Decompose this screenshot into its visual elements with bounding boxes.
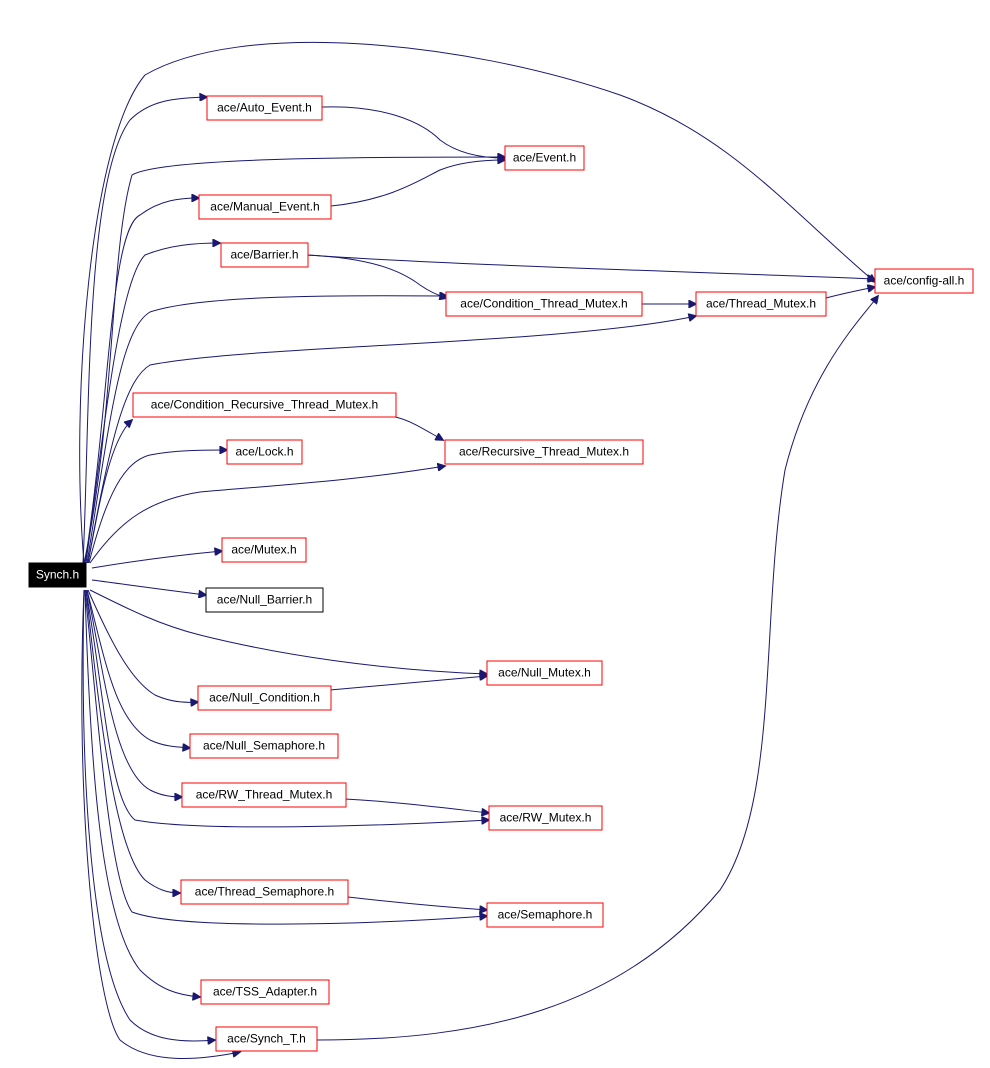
edge-synch-to-rw-mutex — [85, 589, 489, 828]
node-thread-mutex[interactable]: ace/Thread_Mutex.h — [695, 291, 827, 317]
node-label: ace/Null_Mutex.h — [498, 666, 591, 680]
node-label: ace/Condition_Recursive_Thread_Mutex.h — [151, 398, 378, 412]
node-barrier[interactable]: ace/Barrier.h — [220, 242, 309, 268]
node-label: ace/Condition_Thread_Mutex.h — [460, 297, 627, 311]
edge-thread-mutex-to-config-all — [825, 287, 875, 299]
node-lock[interactable]: ace/Lock.h — [226, 439, 303, 465]
node-condition-thread-mutex[interactable]: ace/Condition_Thread_Mutex.h — [445, 291, 643, 317]
edge-synch-to-thread-mutex — [87, 316, 696, 564]
node-label: ace/Event.h — [513, 151, 576, 165]
node-label: ace/RW_Mutex.h — [500, 811, 592, 825]
node-mutex[interactable]: ace/Mutex.h — [221, 537, 307, 563]
edge-null-condition-to-null-mutex — [329, 676, 487, 691]
node-label: ace/Mutex.h — [231, 543, 296, 557]
edge-synch-t-to-config-all — [316, 296, 878, 1041]
node-thread-semaphore[interactable]: ace/Thread_Semaphore.h — [180, 879, 349, 905]
node-synch[interactable]: Synch.h — [28, 562, 87, 588]
node-null-condition[interactable]: ace/Null_Condition.h — [197, 685, 332, 711]
node-auto-event[interactable]: ace/Auto_Event.h — [206, 95, 323, 121]
node-label: Synch.h — [36, 568, 79, 582]
node-manual-event[interactable]: ace/Manual_Event.h — [198, 194, 332, 220]
edge-synch-to-barrier — [85, 243, 220, 564]
edge-manual-event-to-event — [330, 160, 505, 207]
edge-rw-thread-mutex-to-rw-mutex — [344, 798, 489, 813]
node-label: ace/TSS_Adapter.h — [213, 985, 317, 999]
edge-condition-recursive-to-recursive-thread-mutex — [394, 416, 443, 440]
node-synch-t[interactable]: ace/Synch_T.h — [215, 1026, 318, 1052]
node-label: ace/Recursive_Thread_Mutex.h — [459, 445, 629, 459]
edge-auto-event-to-event — [321, 106, 505, 158]
node-null-semaphore[interactable]: ace/Null_Semaphore.h — [189, 733, 339, 759]
node-label: ace/Thread_Semaphore.h — [195, 885, 334, 899]
node-label: ace/Lock.h — [235, 445, 293, 459]
edge-synch-to-null-condition — [87, 589, 198, 702]
node-rw-mutex[interactable]: ace/RW_Mutex.h — [488, 805, 603, 831]
edge-barrier-to-config-all — [306, 254, 875, 279]
node-label: ace/RW_Thread_Mutex.h — [196, 788, 333, 802]
node-null-barrier[interactable]: ace/Null_Barrier.h — [205, 587, 324, 613]
edge-synch-to-semaphore — [84, 589, 487, 925]
node-label: ace/config-all.h — [884, 274, 965, 288]
node-semaphore[interactable]: ace/Semaphore.h — [486, 902, 604, 928]
edge-synch-to-synch-t-loop — [81, 589, 240, 1059]
node-event[interactable]: ace/Event.h — [504, 145, 585, 171]
node-tss-adapter[interactable]: ace/TSS_Adapter.h — [200, 979, 330, 1005]
edge-barrier-to-condition-thread-mutex — [306, 254, 447, 298]
node-label: ace/Semaphore.h — [498, 908, 593, 922]
edge-synch-to-null-semaphore — [86, 589, 190, 748]
nodes: Synch.h ace/Auto_Event.h ace/Event.h ace… — [28, 95, 974, 1052]
edge-synch-to-synch-t — [82, 589, 215, 1041]
edge-synch-to-mutex — [91, 551, 222, 569]
edge-synch-to-tss-adapter — [84, 589, 200, 997]
edge-synch-to-thread-semaphore — [85, 589, 180, 893]
edge-synch-to-config-all — [79, 41, 875, 564]
edge-synch-to-lock — [88, 450, 227, 564]
node-null-mutex[interactable]: ace/Null_Mutex.h — [486, 660, 603, 686]
node-label: ace/Barrier.h — [230, 248, 298, 262]
node-recursive-thread-mutex[interactable]: ace/Recursive_Thread_Mutex.h — [444, 439, 644, 465]
edge-synch-to-null-barrier — [91, 579, 206, 595]
node-label: ace/Thread_Mutex.h — [706, 297, 816, 311]
edges — [79, 41, 878, 1059]
node-config-all[interactable]: ace/config-all.h — [874, 268, 974, 294]
node-label: ace/Manual_Event.h — [210, 200, 319, 214]
edge-synch-to-recursive-thread-mutex — [89, 466, 445, 564]
edge-synch-to-manual-event — [84, 198, 199, 564]
edge-synch-to-condition-recursive-thread-mutex — [87, 420, 132, 564]
edge-synch-to-condition-thread-mutex — [86, 296, 447, 564]
node-rw-thread-mutex[interactable]: ace/RW_Thread_Mutex.h — [181, 782, 347, 808]
node-label: ace/Synch_T.h — [227, 1032, 306, 1046]
node-label: ace/Auto_Event.h — [217, 101, 312, 115]
node-label: ace/Null_Condition.h — [209, 691, 320, 705]
node-label: ace/Null_Barrier.h — [217, 593, 312, 607]
node-condition-recursive-thread-mutex[interactable]: ace/Condition_Recursive_Thread_Mutex.h — [132, 392, 397, 418]
edge-synch-to-null-mutex — [89, 589, 487, 674]
edge-synch-to-auto-event — [82, 97, 207, 564]
node-label: ace/Null_Semaphore.h — [203, 739, 325, 753]
edge-thread-semaphore-to-semaphore — [347, 896, 487, 910]
edge-synch-to-rw-thread-mutex — [86, 589, 182, 797]
